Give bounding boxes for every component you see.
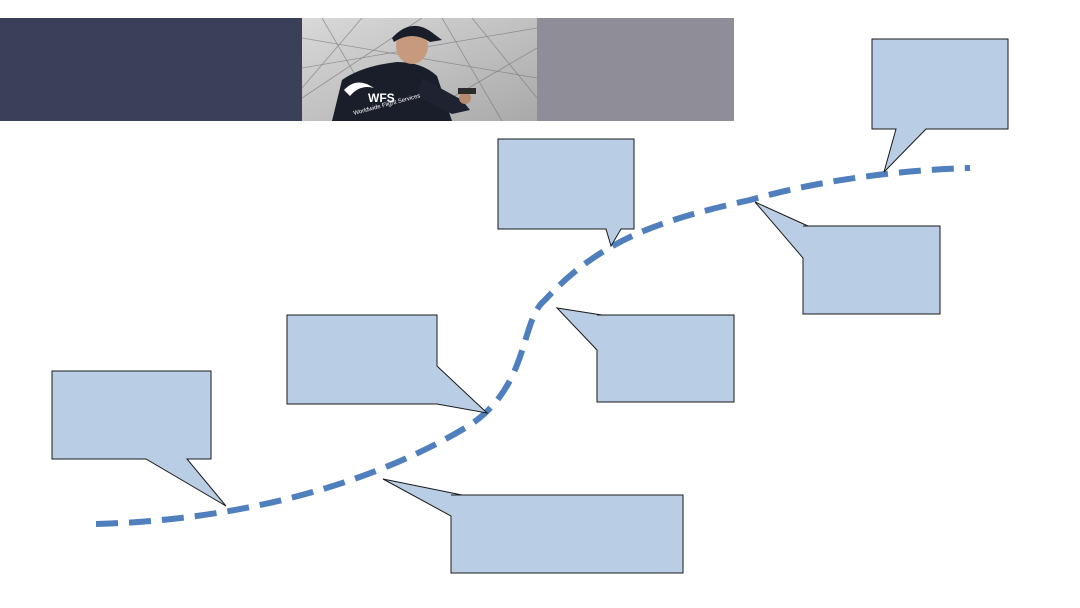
callout-box-5 bbox=[555, 307, 735, 403]
callout-box-1 bbox=[51, 370, 227, 507]
wfs-logo-text: WFS bbox=[368, 91, 395, 105]
callout-box-3 bbox=[382, 478, 684, 574]
callout-box-6 bbox=[754, 201, 941, 315]
callout-box-7 bbox=[871, 38, 1009, 173]
banner-left-block bbox=[0, 18, 302, 121]
worker-photo-illustration: WFS Worldwide Flight Services bbox=[301, 17, 538, 122]
banner-photo: WFS Worldwide Flight Services bbox=[301, 17, 538, 122]
banner-right-block bbox=[537, 18, 734, 121]
dashed-journey-curve bbox=[95, 165, 971, 527]
callout-box-2 bbox=[286, 314, 489, 414]
callout-box-4 bbox=[497, 138, 635, 248]
